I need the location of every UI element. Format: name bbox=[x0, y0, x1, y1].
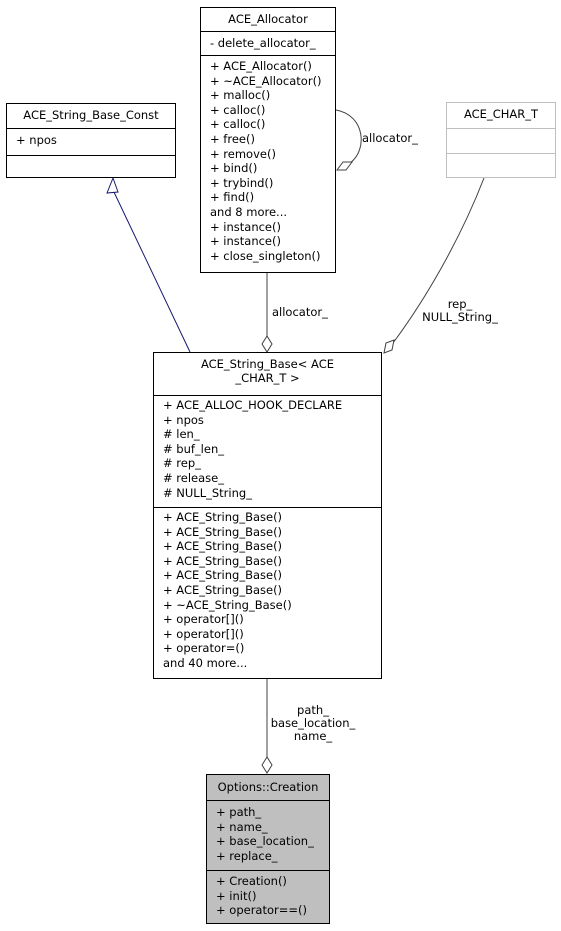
class-ace-string-base[interactable]: ACE_String_Base< ACE _CHAR_T > + ACE_ALL… bbox=[153, 352, 382, 679]
class-title: ACE_String_Base< ACE _CHAR_T > bbox=[154, 353, 381, 395]
attribute: # release_ bbox=[163, 470, 224, 485]
attribute: + replace_ bbox=[216, 848, 278, 863]
methods-section: + ACE_Allocator() + ~ACE_Allocator() + m… bbox=[201, 55, 335, 265]
attribute: + npos bbox=[16, 133, 57, 147]
inheritance-edge bbox=[112, 189, 191, 353]
method: + ACE_String_Base() bbox=[163, 553, 283, 568]
method: + operator=() bbox=[163, 641, 245, 656]
attribute: # NULL_String_ bbox=[163, 485, 252, 500]
method: + Creation() bbox=[216, 874, 287, 888]
edge-label-self-allocator: allocator_ bbox=[362, 131, 418, 145]
method: + instance() bbox=[210, 219, 281, 234]
more-methods: and 40 more... bbox=[163, 655, 248, 670]
class-ace-allocator[interactable]: ACE_Allocator - delete_allocator_ + ACE_… bbox=[200, 7, 336, 273]
attribute: - delete_allocator_ bbox=[210, 36, 316, 50]
attributes-section: + npos bbox=[7, 128, 175, 155]
edge-label-path: path_ bbox=[297, 703, 329, 717]
method: + instance() bbox=[210, 234, 281, 249]
method: + bind() bbox=[210, 161, 258, 176]
self-association-edge bbox=[335, 109, 362, 164]
method: + ~ACE_Allocator() bbox=[210, 73, 322, 88]
method: + calloc() bbox=[210, 117, 266, 132]
class-options-creation[interactable]: Options::Creation + path_ + name_ + base… bbox=[206, 774, 330, 924]
class-ace-char-t[interactable]: ACE_CHAR_T bbox=[446, 102, 556, 178]
method: + operator[]() bbox=[163, 626, 244, 641]
more-methods: and 8 more... bbox=[210, 204, 288, 219]
class-title: ACE_String_Base_Const bbox=[23, 108, 159, 122]
method: + operator[]() bbox=[163, 612, 244, 627]
edge-label-char-t: rep_ NULL_String_ bbox=[410, 298, 510, 324]
class-title: Options::Creation bbox=[217, 780, 319, 794]
attribute: + name_ bbox=[216, 819, 268, 834]
edge-label-allocator: allocator_ bbox=[272, 305, 328, 319]
method: + remove() bbox=[210, 146, 276, 161]
attributes-section: + path_ + name_ + base_location_ + repla… bbox=[207, 800, 329, 870]
method: + malloc() bbox=[210, 88, 271, 103]
method: + operator==() bbox=[216, 903, 307, 918]
method: + ACE_String_Base() bbox=[163, 524, 283, 539]
attribute: + path_ bbox=[216, 805, 262, 819]
char-t-association-diamond bbox=[383, 339, 395, 354]
method: + close_singleton() bbox=[210, 248, 321, 263]
attributes-section: - delete_allocator_ bbox=[201, 31, 335, 55]
inheritance-arrowhead bbox=[106, 176, 119, 194]
attribute: + ACE_ALLOC_HOOK_DECLARE bbox=[163, 398, 343, 412]
method: + calloc() bbox=[210, 102, 266, 117]
attributes-section: + ACE_ALLOC_HOOK_DECLARE + npos # len_ #… bbox=[154, 395, 381, 507]
class-title-line1: ACE_String_Base< ACE bbox=[200, 357, 335, 371]
char-t-association-edge bbox=[392, 177, 485, 344]
attribute: # len_ bbox=[163, 427, 200, 442]
class-title-line2: _CHAR_T > bbox=[235, 371, 300, 385]
method: + free() bbox=[210, 131, 255, 146]
methods-section: + Creation() + init() + operator==() bbox=[207, 870, 329, 920]
attribute: + npos bbox=[163, 412, 204, 427]
methods-section bbox=[7, 155, 175, 177]
method: + init() bbox=[216, 888, 257, 903]
method: + ACE_String_Base() bbox=[163, 568, 283, 583]
method: + trybind() bbox=[210, 175, 274, 190]
methods-section: + ACE_String_Base() + ACE_String_Base() … bbox=[154, 507, 381, 673]
method: + ACE_String_Base() bbox=[163, 582, 283, 597]
attribute: + base_location_ bbox=[216, 834, 314, 849]
allocator-association-diamond bbox=[261, 335, 273, 353]
edge-label-name: name_ bbox=[293, 729, 333, 743]
attribute: # rep_ bbox=[163, 456, 201, 471]
class-title: ACE_Allocator bbox=[228, 12, 308, 26]
class-title: ACE_CHAR_T bbox=[463, 107, 539, 121]
methods-section bbox=[447, 153, 555, 177]
method: + ACE_String_Base() bbox=[163, 510, 283, 524]
edge-label-creation: path_ base_location_ name_ bbox=[258, 704, 368, 743]
self-association-diamond bbox=[336, 161, 353, 171]
method: + ~ACE_String_Base() bbox=[163, 597, 292, 612]
edge-label-base-location: base_location_ bbox=[270, 716, 356, 730]
method: + ACE_Allocator() bbox=[210, 59, 312, 73]
edge-label-rep: rep_ bbox=[447, 297, 473, 311]
method: + ACE_String_Base() bbox=[163, 539, 283, 554]
attributes-section bbox=[447, 128, 555, 153]
creation-association-diamond bbox=[261, 756, 273, 774]
method: + find() bbox=[210, 190, 255, 205]
attribute: # buf_len_ bbox=[163, 441, 224, 456]
edge-label-null-string: NULL_String_ bbox=[422, 310, 498, 324]
class-ace-string-base-const[interactable]: ACE_String_Base_Const + npos bbox=[6, 103, 176, 178]
